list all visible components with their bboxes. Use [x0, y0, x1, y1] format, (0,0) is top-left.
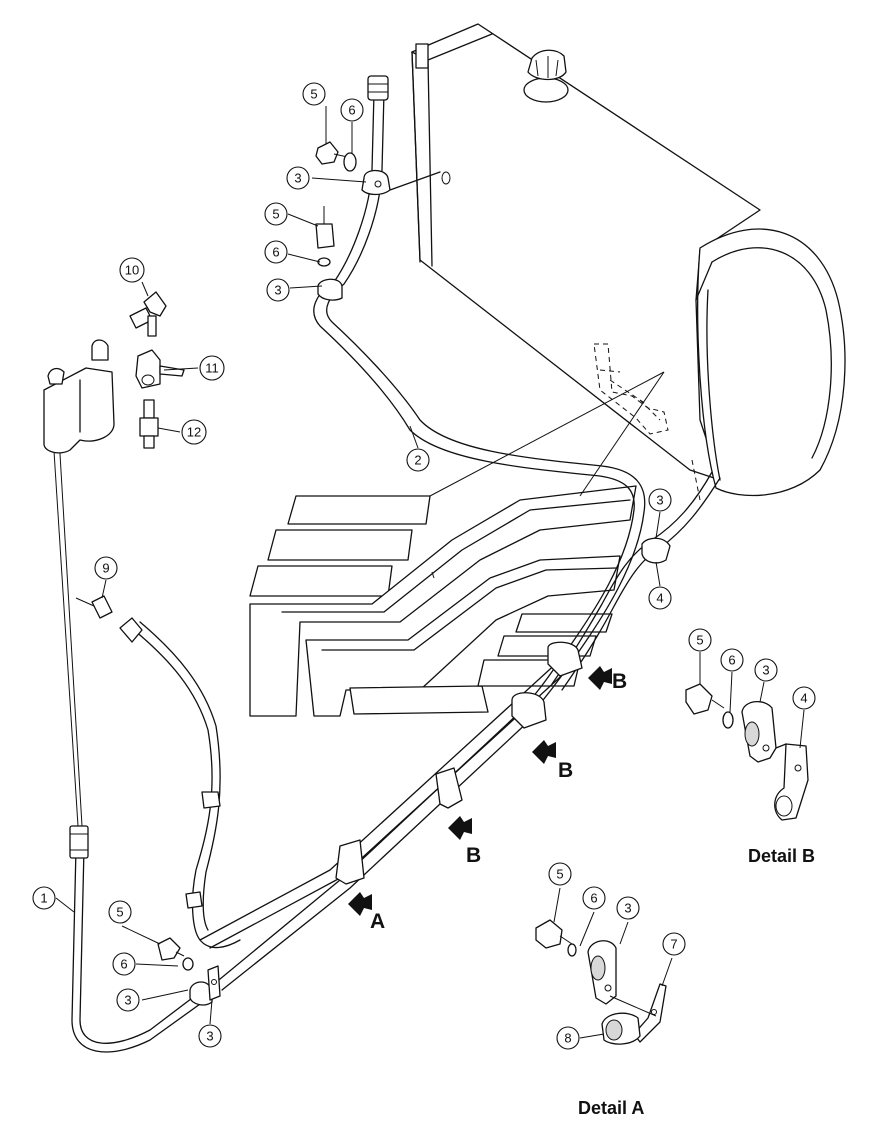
svg-text:3: 3 [624, 901, 631, 916]
callout: 5 [264, 202, 288, 226]
callout: 3 [266, 278, 290, 302]
callouts: 5 6 3 5 6 3 10 11 12 2 9 3 4 5 6 3 4 1 5… [32, 82, 816, 1050]
svg-text:4: 4 [656, 591, 663, 606]
svg-text:8: 8 [564, 1031, 571, 1046]
callout: 8 [556, 1026, 580, 1050]
svg-text:3: 3 [206, 1029, 213, 1044]
view-arrow-b2-label: B [558, 759, 573, 782]
callout: 3 [116, 988, 140, 1012]
svg-text:6: 6 [348, 103, 355, 118]
svg-text:11: 11 [205, 361, 219, 376]
svg-text:6: 6 [728, 653, 735, 668]
svg-text:2: 2 [414, 453, 421, 468]
fuel-filter [43, 339, 115, 454]
detail-a-label: Detail A [578, 1098, 644, 1118]
machine-frame [249, 371, 665, 717]
connector-12 [139, 399, 159, 449]
callout: 3 [286, 166, 310, 190]
view-arrow-b3 [448, 816, 472, 840]
callout: 6 [720, 648, 744, 672]
view-arrow-b2 [532, 740, 556, 764]
svg-text:1: 1 [40, 891, 47, 906]
svg-text:3: 3 [274, 283, 281, 298]
callout: 3 [616, 896, 640, 920]
view-arrow-b1 [588, 666, 612, 690]
callout: 4 [648, 586, 672, 610]
elbow-fitting-10 [129, 291, 167, 337]
callout: 5 [688, 628, 712, 652]
callout: 12 [181, 419, 207, 445]
svg-text:3: 3 [762, 663, 769, 678]
callout: 5 [548, 862, 572, 886]
svg-text:6: 6 [272, 245, 279, 260]
bolt-upper [315, 141, 357, 172]
callout: 3 [198, 1024, 222, 1048]
svg-text:7: 7 [670, 937, 677, 952]
svg-text:9: 9 [102, 561, 109, 576]
view-arrow-b1-label: B [612, 670, 627, 693]
detail-a-parts [535, 919, 667, 1045]
svg-text:6: 6 [590, 891, 597, 906]
fittings [69, 75, 671, 1006]
hose-clip-11 [135, 349, 185, 389]
svg-text:5: 5 [116, 905, 123, 920]
callout: 6 [112, 952, 136, 976]
detail-b-parts [685, 683, 809, 821]
view-arrow-b3-label: B [466, 844, 481, 867]
callout: 5 [302, 82, 326, 106]
callout: 6 [264, 240, 288, 264]
callout: 6 [582, 886, 606, 910]
callout: 9 [94, 556, 118, 580]
callout: 10 [119, 257, 145, 283]
svg-text:12: 12 [187, 425, 201, 440]
callout: 3 [754, 658, 778, 682]
callout: 4 [792, 686, 816, 710]
view-arrow-a1 [348, 892, 372, 916]
fuel-tank [411, 23, 846, 501]
svg-text:3: 3 [294, 171, 301, 186]
svg-text:4: 4 [800, 691, 807, 706]
svg-text:10: 10 [125, 263, 139, 278]
svg-text:5: 5 [556, 867, 563, 882]
filler-cap [523, 49, 569, 103]
view-arrow-a1-label: A [370, 910, 385, 933]
callout: 2 [406, 448, 430, 472]
svg-text:5: 5 [696, 633, 703, 648]
callout: 11 [199, 355, 225, 381]
svg-text:3: 3 [124, 993, 131, 1008]
callout: 5 [108, 900, 132, 924]
svg-text:5: 5 [310, 87, 317, 102]
svg-text:6: 6 [120, 957, 127, 972]
leader-lines [55, 106, 805, 1039]
svg-text:3: 3 [656, 493, 663, 508]
svg-text:5: 5 [272, 207, 279, 222]
detail-b-label: Detail B [748, 846, 815, 866]
callout: 6 [340, 98, 364, 122]
bolt-upper-vertical [315, 206, 335, 267]
callout: 1 [32, 886, 56, 910]
callout: 7 [662, 932, 686, 956]
callout: 3 [648, 488, 672, 512]
